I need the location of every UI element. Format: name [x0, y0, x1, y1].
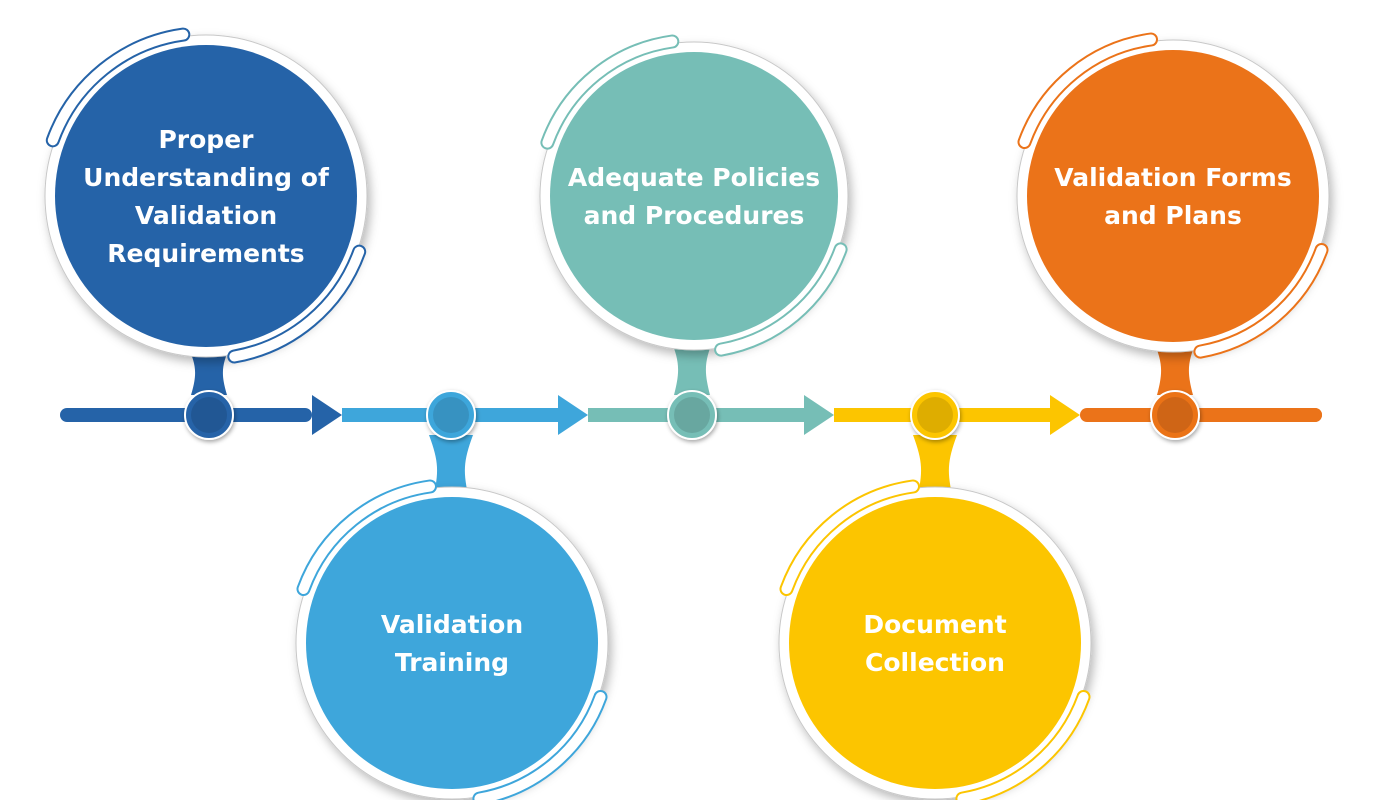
step-highlight-arc	[542, 36, 678, 148]
step-highlight-arc	[781, 481, 918, 594]
step-label-line: Understanding of	[83, 163, 330, 192]
step-label-forms: Validation Forms and Plans	[1054, 163, 1291, 230]
timeline-node-core	[917, 397, 953, 433]
step-highlight-arc	[229, 246, 365, 362]
step-disc	[55, 45, 357, 347]
timeline-arrow-training	[558, 395, 588, 435]
step-connector	[913, 435, 957, 499]
step-label-line: Document	[863, 610, 1006, 639]
step-connector	[1153, 340, 1197, 395]
step-label-line: Validation	[135, 201, 277, 230]
step-label-policies: Adequate Policies and Procedures	[568, 163, 820, 230]
timeline-arrow-collection	[1050, 395, 1080, 435]
step-disc	[306, 497, 598, 789]
step-label-line: Training	[395, 648, 509, 677]
timeline-bar-segment-forms	[1080, 408, 1322, 422]
step-highlight-arc	[1019, 34, 1156, 147]
step-label-line: Adequate Policies	[568, 163, 820, 192]
timeline-node-core	[191, 397, 227, 433]
step-connector	[670, 338, 714, 395]
step-label-line: Proper	[158, 125, 254, 154]
step-highlight-arc	[474, 692, 606, 800]
step-highlight-arc	[1195, 245, 1327, 357]
step-connector	[429, 435, 473, 499]
step-highlight-arc	[298, 481, 435, 594]
timeline-node-core	[1157, 397, 1193, 433]
step-forms: Validation Forms and Plans	[1016, 32, 1330, 440]
timeline-node-core	[433, 397, 469, 433]
step-disc	[550, 52, 838, 340]
timeline-arrow-policies	[804, 395, 834, 435]
step-highlight-arc	[47, 29, 189, 146]
step-connector	[187, 345, 231, 395]
step-label-line: Requirements	[107, 239, 304, 268]
step-label-line: Validation Forms	[1054, 163, 1291, 192]
step-policies: Adequate Policies and Procedures	[539, 34, 849, 440]
step-label-line: Collection	[865, 648, 1005, 677]
timeline-bar-end-forms	[1282, 408, 1322, 422]
timeline-node-core	[674, 397, 710, 433]
step-label-line: and Procedures	[584, 201, 805, 230]
step-label-line: Validation	[381, 610, 523, 639]
timeline-arrow-understanding	[312, 395, 342, 435]
step-disc	[789, 497, 1081, 789]
step-disc	[1027, 50, 1319, 342]
step-highlight-arc	[957, 692, 1089, 800]
step-highlight-arc	[716, 244, 846, 355]
step-label-line: and Plans	[1104, 201, 1242, 230]
